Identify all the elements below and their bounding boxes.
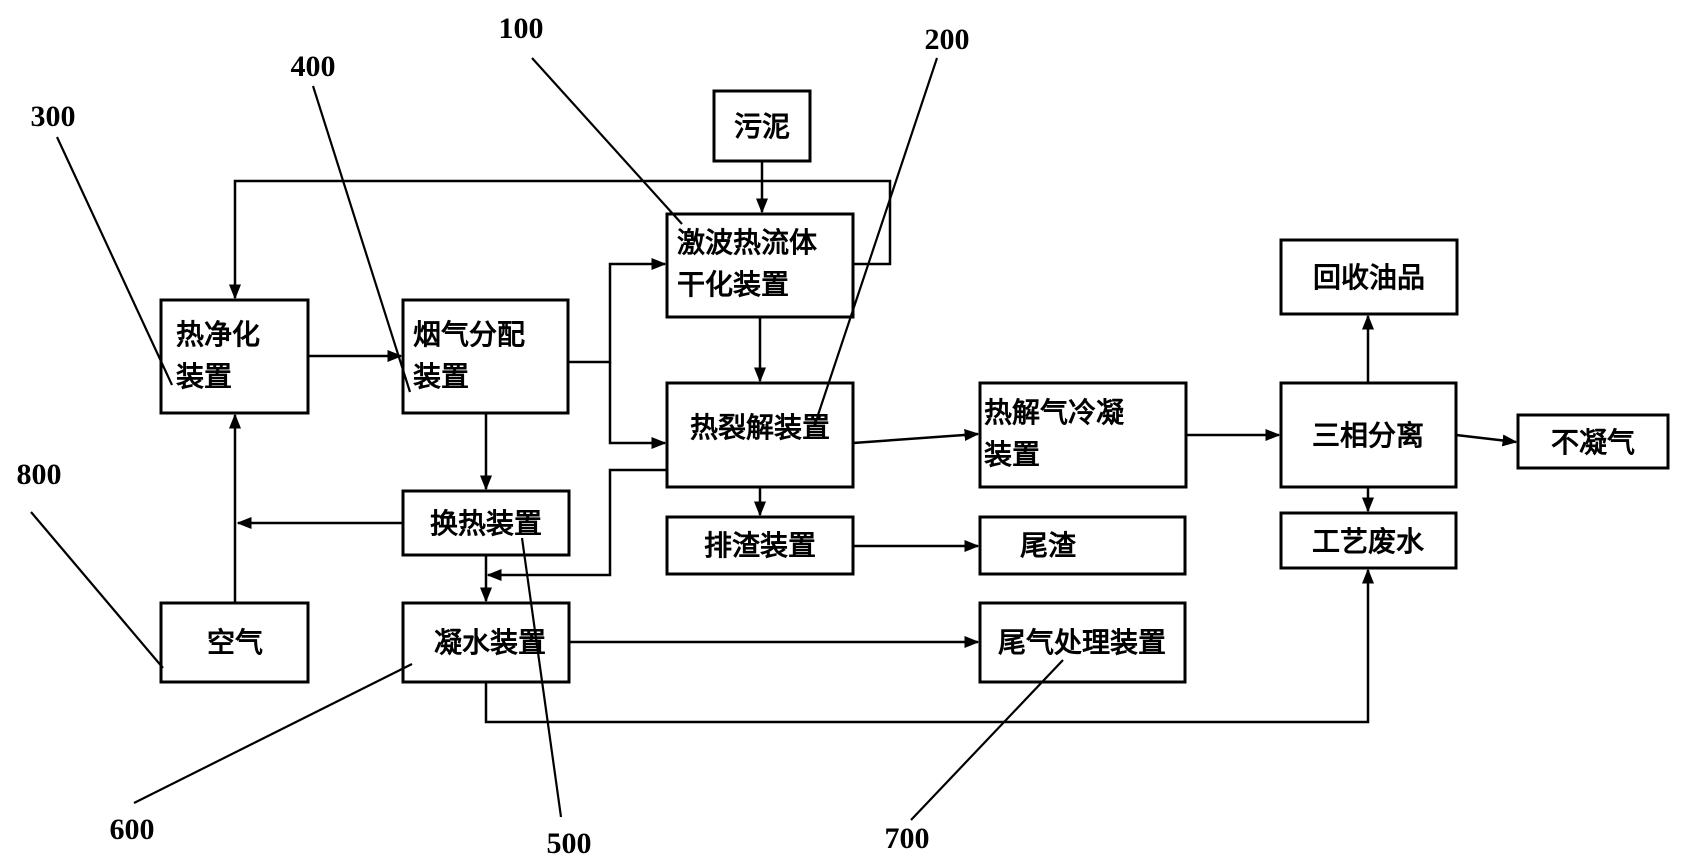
- node-label: 热净化: [176, 318, 260, 351]
- node-label: 烟气分配: [413, 318, 525, 351]
- leader-300: [56, 136, 173, 386]
- node-flue-gas-distributor: 烟气分配 装置: [401, 298, 570, 415]
- node-label: 三相分离: [1312, 419, 1424, 452]
- flow-lines: [229, 161, 1518, 724]
- ref-numeral-200: 200: [925, 23, 970, 56]
- ref-numeral-700: 700: [885, 822, 930, 855]
- node-air: 空气: [159, 601, 310, 684]
- node-water-condenser: 凝水装置: [401, 601, 571, 684]
- flow-dryer-loop-to-purifier: [229, 179, 892, 300]
- leader-600: [133, 663, 413, 804]
- ref-numeral-600: 600: [110, 813, 155, 846]
- leader-700: [910, 659, 1064, 821]
- leader-500: [520, 537, 563, 818]
- node-heat-exchanger: 换热装置: [401, 489, 571, 557]
- flow-distributor-to-pyrolyzer: [608, 362, 667, 449]
- leader-200: [815, 57, 939, 419]
- leader-lines: [30, 57, 1064, 821]
- node-pyrolysis-gas-condenser: 热解气冷凝 装置: [978, 381, 1188, 489]
- node-three-phase-separator: 三相分离: [1279, 381, 1458, 489]
- node-recovered-oil: 回收油品: [1279, 238, 1459, 316]
- node-process-wastewater: 工艺废水: [1279, 511, 1458, 570]
- ref-numeral-300: 300: [31, 100, 76, 133]
- node-pyrolyzer: 热裂解装置: [665, 381, 855, 489]
- reference-numerals: 100 200 300 400 500 600 700 800: [17, 12, 970, 860]
- node-tail-slag: 尾渣: [978, 515, 1187, 576]
- node-sludge: 污泥: [712, 89, 812, 163]
- ref-numeral-500: 500: [547, 827, 592, 860]
- flow-pyrolyzer-to-condenser: [852, 428, 980, 445]
- node-noncondensable-gas: 不凝气: [1516, 413, 1670, 470]
- node-label: 激波热流体: [677, 226, 818, 259]
- node-label: 装置: [984, 438, 1040, 471]
- node-label: 凝水装置: [434, 626, 546, 659]
- node-thermal-purifier: 热净化 装置: [159, 298, 310, 415]
- node-label: 排渣装置: [704, 529, 816, 562]
- node-label: 尾气处理装置: [998, 626, 1166, 659]
- node-label: 尾渣: [1020, 529, 1077, 562]
- leader-100: [531, 57, 683, 225]
- node-slag-discharger: 排渣装置: [665, 515, 855, 576]
- node-label: 空气: [207, 626, 263, 659]
- node-label: 污泥: [734, 110, 790, 143]
- node-label: 干化装置: [677, 268, 789, 301]
- node-label: 热解气冷凝: [984, 396, 1125, 429]
- leader-800: [30, 511, 164, 669]
- node-label: 回收油品: [1313, 261, 1425, 294]
- flow-water-condenser-to-wastewater: [484, 568, 1374, 724]
- node-tail-gas-treatment: 尾气处理装置: [978, 601, 1187, 684]
- flow-pyrolyzer-to-water-condenser: [486, 468, 667, 581]
- node-label: 工艺废水: [1312, 525, 1425, 558]
- node-label: 不凝气: [1551, 426, 1635, 459]
- flow-separator-to-noncondensable: [1455, 433, 1518, 447]
- node-label: 换热装置: [430, 507, 542, 540]
- node-label: 热裂解装置: [690, 411, 830, 444]
- node-label: 装置: [413, 360, 469, 393]
- leader-400: [311, 85, 412, 393]
- ref-numeral-400: 400: [291, 50, 336, 83]
- ref-numeral-800: 800: [17, 458, 62, 491]
- ref-numeral-100: 100: [499, 12, 544, 45]
- node-shockwave-dryer: 激波热流体 干化装置: [665, 212, 855, 319]
- node-label: 装置: [176, 360, 232, 393]
- flow-distributor-to-dryer: [568, 258, 667, 364]
